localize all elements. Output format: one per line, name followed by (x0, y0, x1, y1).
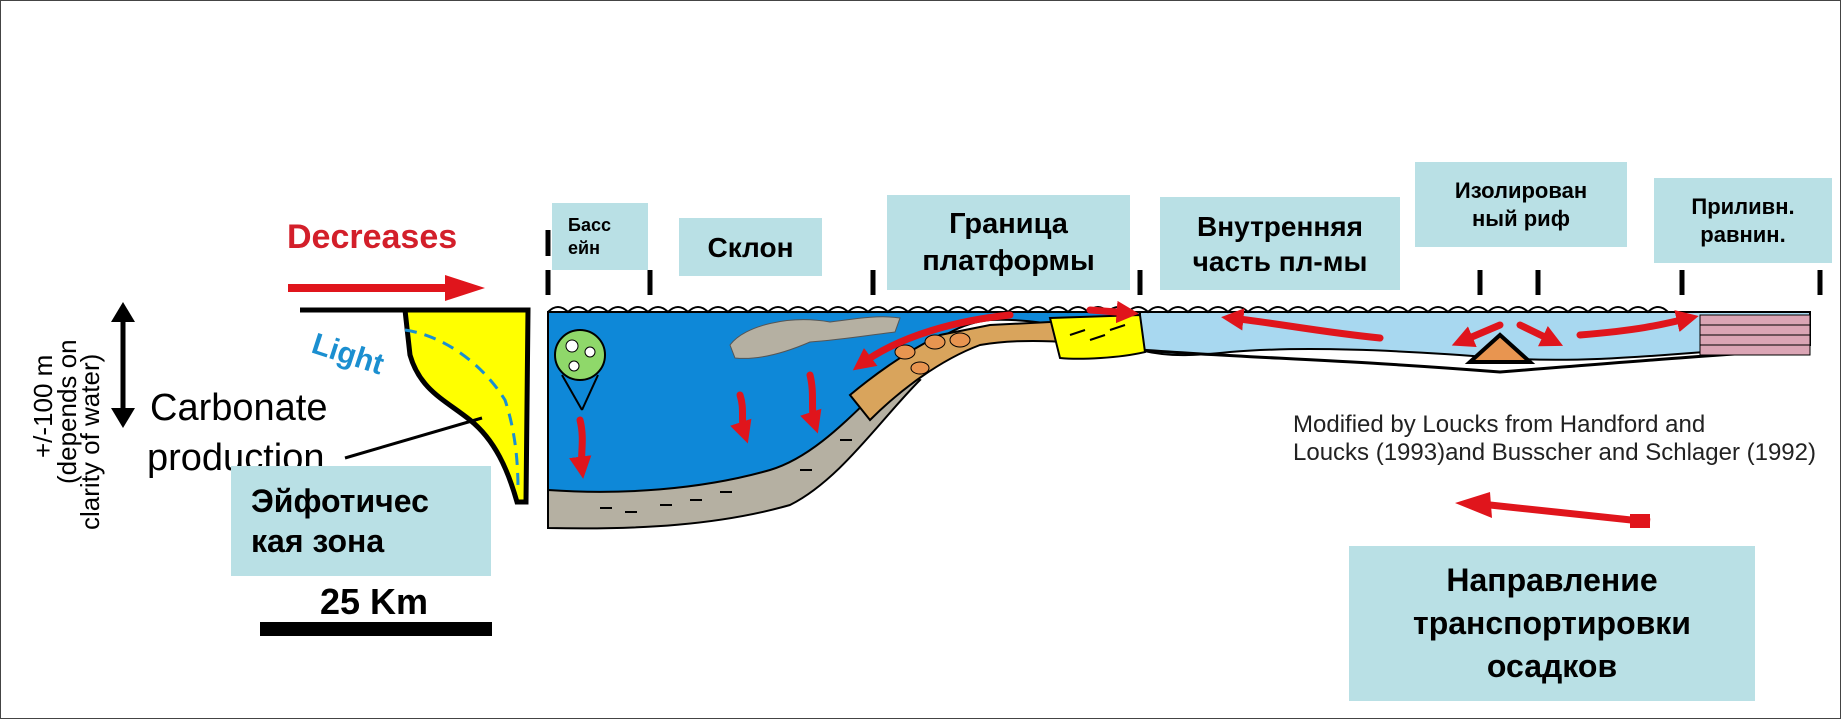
tidal-flat (1700, 315, 1810, 355)
tidal-flats-line1: Приливн. (1691, 193, 1794, 221)
citation-line2: Loucks (1993)and Busscher and Schlager (… (1293, 439, 1816, 466)
basin-line2: ейн (568, 237, 611, 260)
decreases-label: Decreases (287, 218, 457, 256)
isolated-reef-line2: ный риф (1455, 205, 1587, 233)
scale-bar-label: 25 Km (320, 581, 428, 622)
scale-bar (260, 622, 492, 636)
label-isolated-reef: Изолирован ный риф (1415, 162, 1627, 247)
inner-platform-line1: Внутренняя (1193, 209, 1368, 244)
transport-line1: Направление (1413, 559, 1691, 602)
label-basin: Басс ейн (552, 203, 648, 270)
platform-margin-line2: платформы (922, 243, 1095, 279)
depth-double-arrow (111, 302, 135, 428)
label-tidal-flats: Приливн. равнин. (1654, 178, 1832, 263)
legend-transport-arrow (1455, 492, 1650, 528)
slope-text: Склон (707, 230, 793, 265)
label-platform-margin: Граница платформы (887, 195, 1130, 290)
carbonate-label: Carbonate (150, 387, 327, 429)
basin-line1: Басс (568, 214, 611, 237)
depth-axis-line3: clarity of water) (75, 354, 105, 530)
euphotic-zone-line1: Эйфотичес (251, 481, 429, 521)
label-euphotic-zone: Эйфотичес кая зона (231, 466, 491, 576)
label-transport-direction: Направление транспортировки осадков (1349, 546, 1755, 701)
citation-line1: Modified by Loucks from Handford and (1293, 411, 1705, 438)
tidal-flats-line2: равнин. (1691, 221, 1794, 249)
label-inner-platform: Внутренняя часть пл-мы (1160, 197, 1400, 290)
production-leader-line (345, 418, 482, 458)
label-slope: Склон (679, 218, 822, 276)
euphotic-zone-line2: кая зона (251, 521, 429, 561)
inner-platform-line2: часть пл-мы (1193, 244, 1368, 279)
decreases-arrow (288, 275, 485, 301)
light-label: Light (308, 327, 388, 381)
transport-line2: транспортировки (1413, 602, 1691, 645)
transport-line3: осадков (1413, 645, 1691, 688)
platform-margin-line1: Граница (922, 206, 1095, 242)
isolated-reef-line1: Изолирован (1455, 177, 1587, 205)
